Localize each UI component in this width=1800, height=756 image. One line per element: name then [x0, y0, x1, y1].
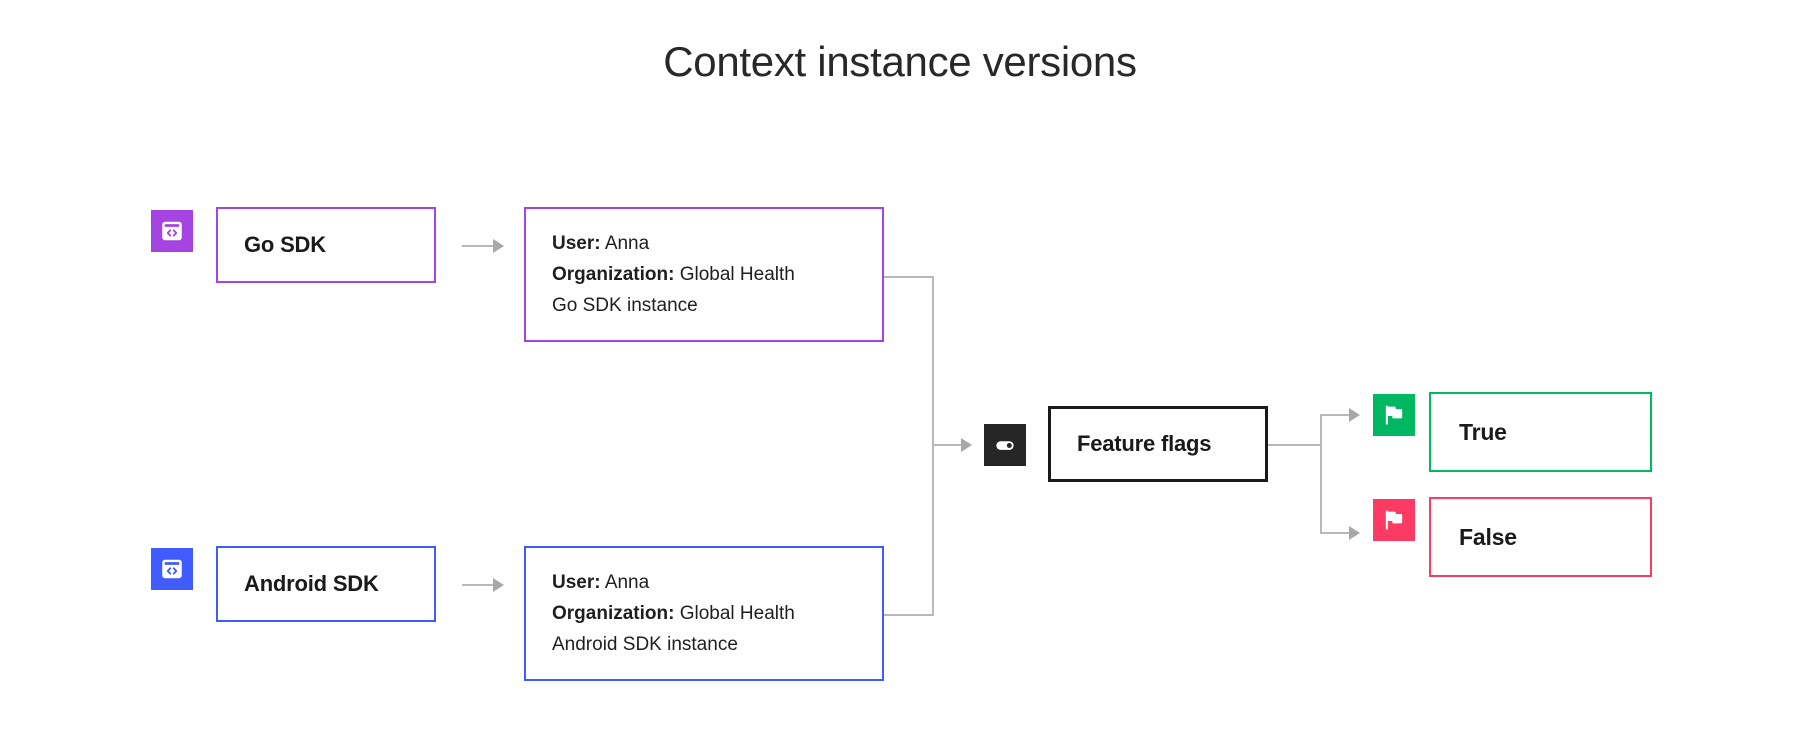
- connector-go-detail-to-merge: [884, 276, 934, 278]
- sdk-box-android[interactable]: Android SDK: [216, 546, 436, 622]
- arrow-head-android-sdk-to-detail: [493, 578, 504, 592]
- detail-line-instance-android: Android SDK instance: [552, 634, 738, 655]
- connector-branch-to-false: [1320, 532, 1352, 534]
- connector-branch-vertical: [1320, 414, 1322, 534]
- detail-key-org-android: Organization:: [552, 603, 675, 624]
- feature-flags-box[interactable]: Feature flags: [1048, 406, 1268, 482]
- detail-value-org-android: Global Health: [679, 603, 795, 624]
- sdk-label-android: Android SDK: [244, 571, 379, 596]
- arrow-head-branch-to-false: [1349, 526, 1360, 540]
- page-title: Context instance versions: [663, 38, 1137, 85]
- arrow-head-branch-to-true: [1349, 408, 1360, 422]
- sdk-label-go: Go SDK: [244, 232, 326, 257]
- feature-flags-label: Feature flags: [1077, 431, 1212, 456]
- detail-line-org-go: Organization: Global Health: [552, 259, 858, 290]
- detail-line-instance-go: Go SDK instance: [552, 295, 698, 316]
- detail-key-org-go: Organization:: [552, 264, 675, 285]
- context-instance-box-go[interactable]: User: Anna Organization: Global Health G…: [524, 207, 884, 342]
- connector-android-detail-to-merge: [884, 614, 934, 616]
- arrow-head-go-sdk-to-detail: [493, 239, 504, 253]
- connector-android-sdk-to-detail: [462, 584, 494, 586]
- toggle-switch-icon: [984, 424, 1026, 466]
- connector-merge-to-evaluator: [932, 444, 964, 446]
- connector-branch-to-true: [1320, 414, 1352, 416]
- detail-line-user-go: User: Anna: [552, 228, 858, 259]
- detail-line-user-android: User: Anna: [552, 567, 858, 598]
- code-window-icon: [151, 548, 193, 590]
- outcome-label-false: False: [1459, 523, 1517, 550]
- detail-line-org-android: Organization: Global Health: [552, 598, 858, 629]
- outcome-label-true: True: [1459, 418, 1507, 445]
- arrow-head-merge-to-evaluator: [961, 438, 972, 452]
- code-window-icon: [151, 210, 193, 252]
- detail-value-user-go: Anna: [604, 233, 650, 254]
- detail-key-user-android: User:: [552, 572, 601, 593]
- outcome-box-true[interactable]: True: [1429, 392, 1652, 472]
- context-instance-box-android[interactable]: User: Anna Organization: Global Health A…: [524, 546, 884, 681]
- detail-key-user-go: User:: [552, 233, 601, 254]
- sdk-box-go[interactable]: Go SDK: [216, 207, 436, 283]
- detail-value-user-android: Anna: [604, 572, 650, 593]
- connector-go-sdk-to-detail: [462, 245, 494, 247]
- flag-icon: [1373, 499, 1415, 541]
- connector-merge-vertical: [932, 276, 934, 616]
- outcome-box-false[interactable]: False: [1429, 497, 1652, 577]
- detail-value-org-go: Global Health: [679, 264, 795, 285]
- flag-icon: [1373, 394, 1415, 436]
- connector-evaluator-to-branch: [1268, 444, 1322, 446]
